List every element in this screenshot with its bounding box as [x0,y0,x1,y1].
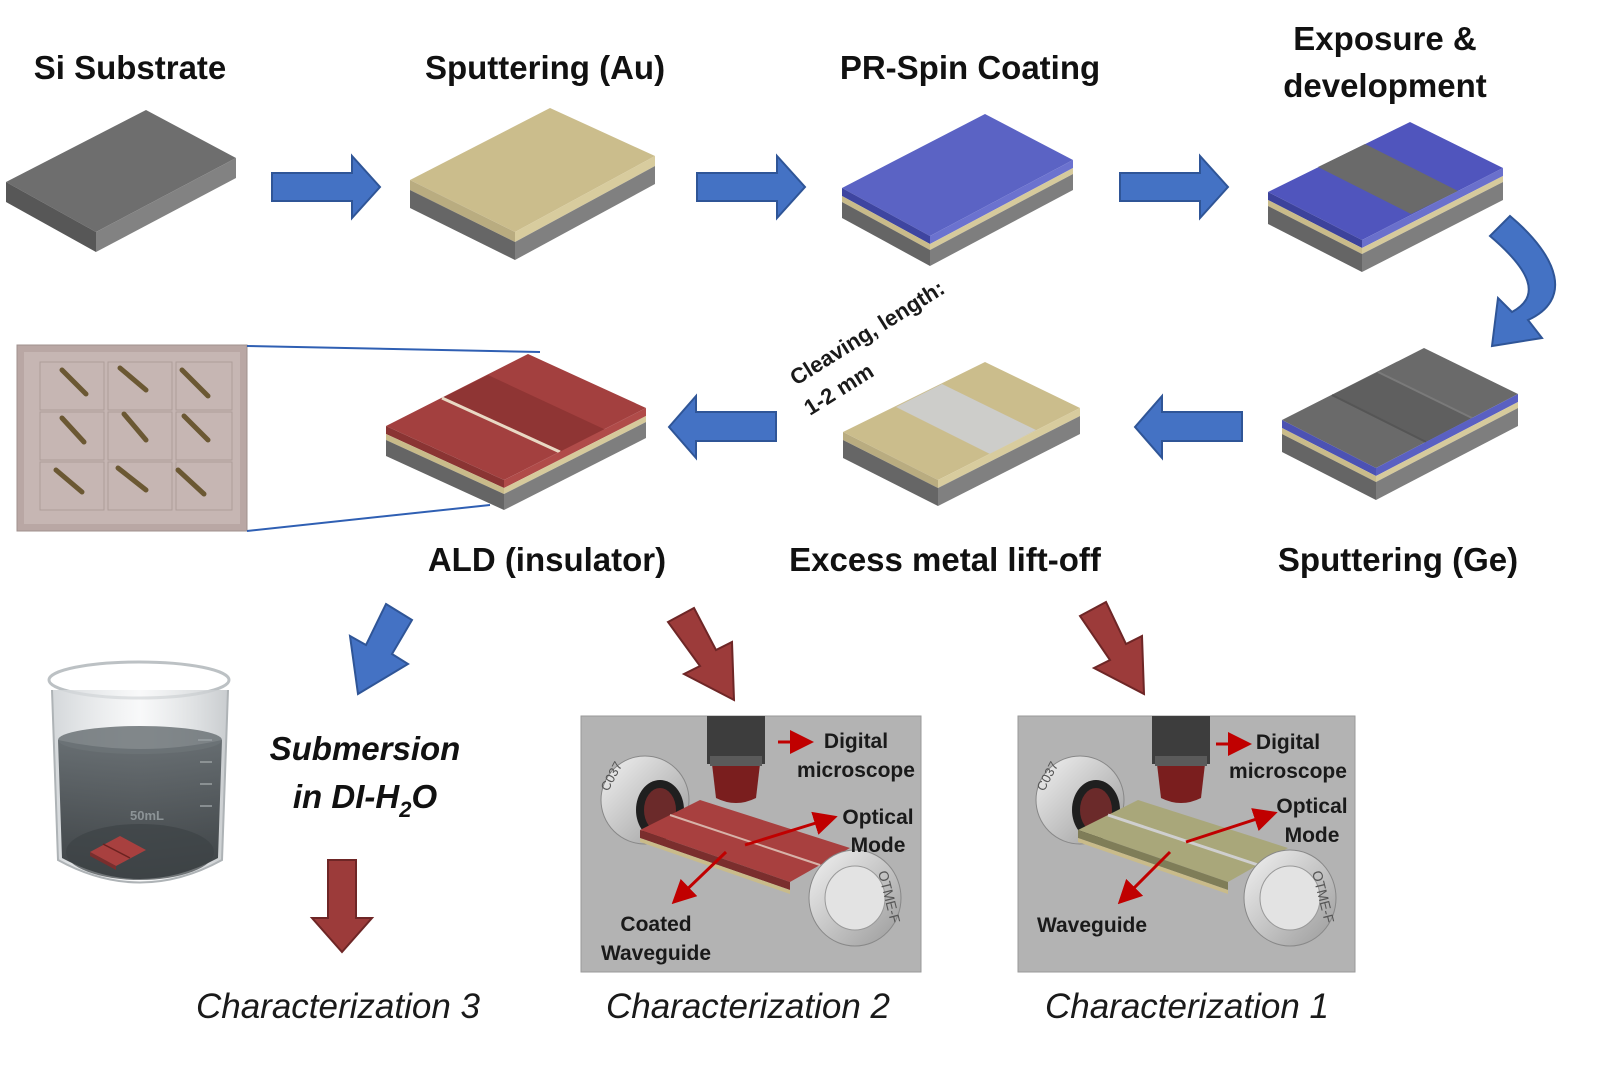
p2-waveguide-line2: Waveguide [601,942,711,965]
label-si-substrate: Si Substrate [34,49,227,86]
p1-optical-line1: Optical [1276,795,1347,818]
wafer-photoresist [842,114,1073,266]
wafer-gold [410,108,655,260]
wafer-liftoff [843,362,1080,506]
p2-waveguide-line1: Coated [620,913,691,936]
label-ald-insulator: ALD (insulator) [428,541,666,578]
cleaved-samples-photo [16,344,248,532]
wafer-exposed [1268,122,1503,272]
p1-waveguide: Waveguide [1037,914,1147,937]
arrow-to-char2 [666,606,736,702]
characterization-2-panel: C037 OTME-F Digital microscope Optical M… [580,715,922,973]
p1-optical-line2: Mode [1285,824,1340,847]
label-exposure-line1: Exposure & [1293,20,1476,57]
wafer-germanium [1282,348,1518,500]
label-characterization-2: Characterization 2 [606,987,890,1026]
arrow-curved-down [1488,214,1556,348]
p2-optical-line2: Mode [851,834,906,857]
submersion-prefix: in DI-H [293,778,400,815]
arrow-3-to-4 [1119,153,1230,221]
arrow-2-to-3 [696,153,807,221]
label-characterization-1: Characterization 1 [1045,987,1329,1026]
submersion-subscript: 2 [398,797,412,822]
zoom-line-bottom [246,504,491,532]
label-submersion-line2: in DI-H2O [293,778,438,822]
arrow-to-char1 [1078,600,1146,696]
p2-digital-line2: microscope [797,759,915,782]
arrow-to-char3 [309,859,375,954]
p1-digital-line1: Digital [1256,731,1320,754]
label-sputtering-au: Sputtering (Au) [425,49,665,86]
label-sputtering-ge: Sputtering (Ge) [1278,541,1518,578]
label-liftoff: Excess metal lift-off [789,541,1102,578]
p1-digital-line2: microscope [1229,760,1347,783]
characterization-1-panel: C037 OTME-F Digital microscope Optical M… [1017,715,1356,973]
label-characterization-3: Characterization 3 [196,987,481,1026]
submersion-suffix: O [411,778,437,815]
arrow-1-to-2 [271,153,382,221]
zoom-line-top [246,345,541,353]
wafer-ald-insulator [386,354,646,510]
label-submersion-line1: Submersion [270,730,461,767]
beaker-illustration: 50mL [47,660,231,884]
p2-optical-line1: Optical [842,806,913,829]
arrow-5-to-6 [1133,393,1243,461]
label-exposure-line2: development [1283,67,1487,104]
label-pr-spin-coating: PR-Spin Coating [840,49,1100,86]
p2-digital-line1: Digital [824,730,888,753]
wafer-si-substrate [6,110,236,252]
arrow-6-to-7 [667,393,777,461]
beaker-volume-mark: 50mL [130,808,164,823]
arrow-to-submersion [348,602,414,696]
